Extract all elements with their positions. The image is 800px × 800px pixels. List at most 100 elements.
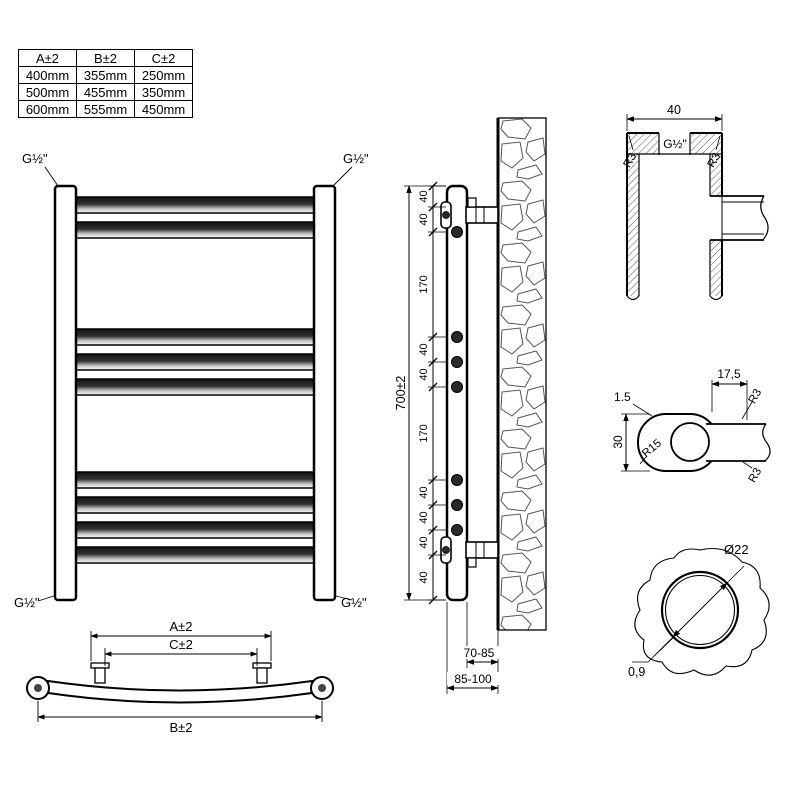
detail-tube-section: Ø22 0,9 bbox=[628, 542, 770, 679]
bar-end-dot bbox=[451, 226, 463, 238]
towel-bar bbox=[67, 328, 323, 346]
wall-section bbox=[497, 117, 547, 631]
diameter-label: Ø22 bbox=[724, 542, 749, 557]
towel-bar bbox=[67, 521, 323, 539]
spacing-label: 40 bbox=[418, 486, 430, 498]
bar-stub bbox=[706, 423, 771, 462]
section-outline bbox=[626, 132, 723, 301]
connection-label-top-left: G½" bbox=[22, 151, 48, 166]
bar-end-dot bbox=[451, 356, 463, 368]
towel-bar bbox=[67, 196, 323, 214]
bracket-arm bbox=[465, 541, 499, 559]
bracket-height-label: 30 bbox=[611, 435, 625, 449]
dimension-c bbox=[104, 648, 258, 666]
towel-bar bbox=[67, 546, 323, 564]
diameter-extension bbox=[726, 565, 745, 584]
connection-label-top-right: G½" bbox=[343, 151, 369, 166]
label-backing bbox=[447, 672, 499, 685]
leader-line bbox=[639, 455, 648, 465]
height-label: 700±2 bbox=[394, 376, 408, 411]
towel-bars bbox=[67, 196, 323, 564]
bar-end-dot bbox=[442, 211, 450, 219]
dim-b-label: B±2 bbox=[169, 720, 192, 735]
bar-stub-body bbox=[711, 197, 766, 239]
spacing-label: 40 bbox=[418, 343, 430, 355]
connection-label-bottom-left: G½" bbox=[14, 595, 40, 610]
wall-hatch bbox=[628, 154, 639, 296]
bar-end-dot bbox=[451, 524, 463, 536]
size-cell: 555mm bbox=[76, 100, 135, 118]
side-view: 40 40 170 40 40 170 40 40 40 40 700±2 bbox=[394, 117, 547, 694]
thread-label: G½" bbox=[663, 137, 687, 151]
dim-a-label: A±2 bbox=[169, 619, 192, 634]
leader-line bbox=[628, 135, 634, 151]
height-dimension bbox=[621, 413, 650, 472]
towel-bar bbox=[67, 496, 323, 514]
spacing-label: 40 bbox=[418, 571, 430, 583]
bracket-screw bbox=[467, 197, 477, 208]
bracket-stem bbox=[256, 667, 268, 684]
width-label: 40 bbox=[667, 103, 681, 117]
spacing-label: 170 bbox=[418, 275, 430, 293]
radius-top-label: R3 bbox=[747, 387, 765, 406]
spacing-label: 40 bbox=[418, 536, 430, 548]
end-cap-right-center bbox=[318, 684, 326, 692]
detail-bracket-section: 1.5 17,5 R3 30 R15 R3 bbox=[611, 367, 771, 485]
bar-cutout bbox=[706, 424, 766, 461]
leader-line bbox=[44, 166, 59, 187]
spacing-label: 40 bbox=[418, 511, 430, 523]
diameter-line bbox=[672, 582, 728, 638]
bar-end-dot bbox=[451, 499, 463, 511]
top-view: A±2 C±2 B±2 bbox=[26, 619, 334, 735]
leader-line bbox=[742, 461, 753, 469]
size-cell: 355mm bbox=[76, 66, 135, 84]
bracket-flange bbox=[252, 662, 272, 669]
bar-end-dots bbox=[451, 226, 463, 536]
size-table: A±2 B±2 C±2 400mm 355mm 250mm 500mm 455m… bbox=[18, 49, 193, 118]
right-rail bbox=[312, 184, 337, 602]
dim-c-label: C±2 bbox=[169, 637, 193, 652]
tube-inner bbox=[664, 574, 736, 646]
tube-cross-section bbox=[670, 422, 710, 462]
spacing-label: 170 bbox=[418, 424, 430, 442]
radius-bottom-label: R3 bbox=[747, 466, 765, 485]
break-line bbox=[762, 423, 771, 462]
height-dimension bbox=[404, 185, 446, 601]
size-cell: 250mm bbox=[134, 66, 193, 84]
cap-hatch bbox=[628, 134, 659, 154]
spacing-dimensions bbox=[428, 181, 446, 605]
bracket-stem bbox=[94, 667, 106, 684]
bracket-top bbox=[440, 197, 499, 229]
size-cell: 600mm bbox=[18, 100, 77, 118]
leader-line bbox=[741, 401, 753, 420]
towel-bar bbox=[67, 378, 323, 396]
size-cell: 450mm bbox=[134, 100, 193, 118]
detail-rail-top-section: 40 G½" bbox=[622, 103, 769, 301]
size-table-row: 600mm 555mm 450mm bbox=[18, 100, 193, 118]
curved-rail-band bbox=[47, 679, 313, 704]
bracket-flange bbox=[90, 662, 110, 669]
bar-end-dot bbox=[451, 474, 463, 486]
leader-line bbox=[332, 166, 353, 187]
mounting-brackets-top-view bbox=[90, 662, 272, 684]
bar-stub bbox=[710, 195, 769, 241]
width-dimension bbox=[626, 114, 723, 131]
depth-dimension bbox=[711, 380, 748, 420]
depth-label: 17,5 bbox=[717, 367, 741, 381]
end-cap-left-center bbox=[34, 684, 42, 692]
leader-line bbox=[632, 635, 676, 663]
towel-bar bbox=[67, 221, 323, 239]
bar-end-dot bbox=[451, 331, 463, 343]
bracket-arm bbox=[465, 206, 499, 224]
connection-labels: G½" G½" G½" G½" bbox=[14, 151, 369, 610]
dimension-b bbox=[37, 701, 323, 722]
dimension-a bbox=[90, 631, 272, 661]
spacing-labels: 40 40 170 40 40 170 40 40 40 40 bbox=[418, 190, 430, 583]
lip-label: 1.5 bbox=[614, 390, 631, 404]
left-rail bbox=[53, 184, 78, 602]
spacing-label: 40 bbox=[418, 368, 430, 380]
wall-thickness-label: 0,9 bbox=[628, 665, 645, 679]
towel-bar bbox=[67, 353, 323, 371]
